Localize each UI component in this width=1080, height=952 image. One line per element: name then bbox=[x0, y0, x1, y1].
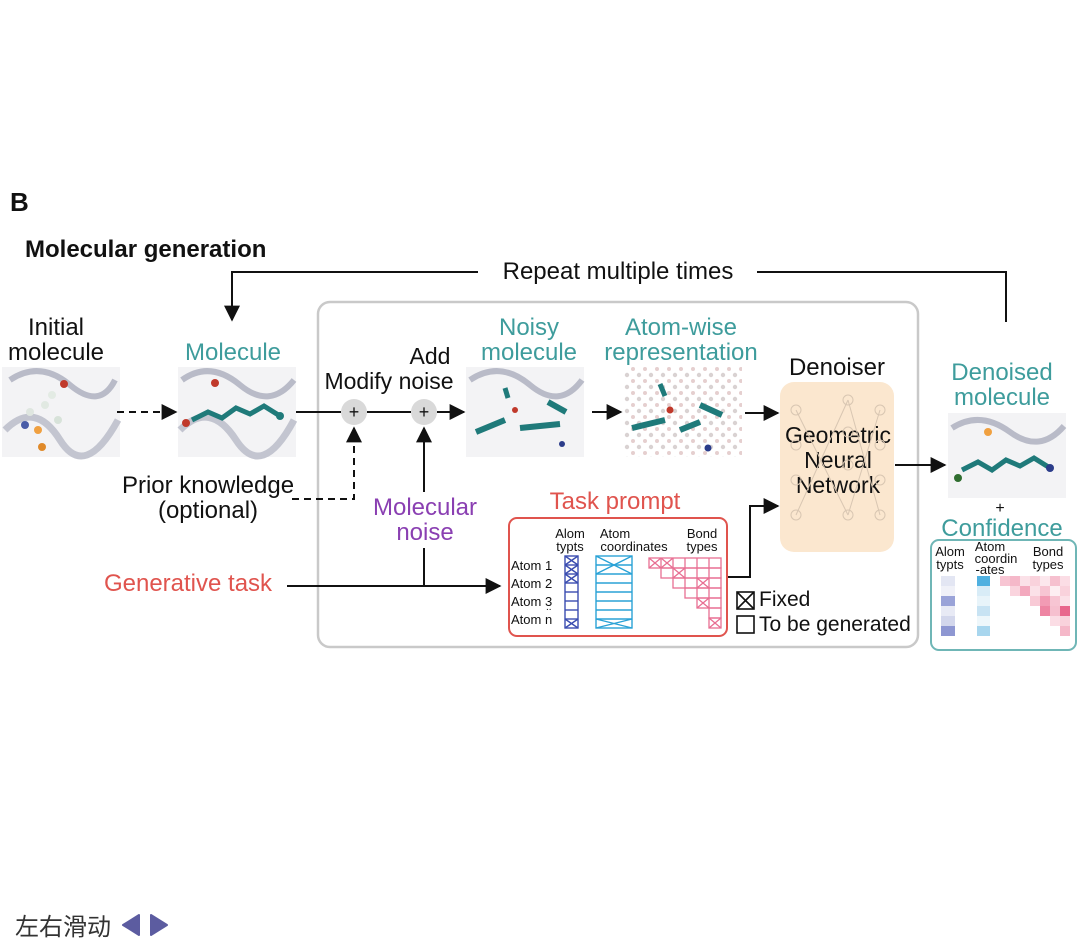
swipe-hint: 左右滑动 bbox=[15, 907, 171, 942]
noisy-molecule-image bbox=[466, 367, 585, 457]
prompt-atom1: Atom 1 bbox=[511, 558, 553, 573]
atomwise-representation-image bbox=[624, 367, 742, 457]
modify-noise-plus-node: + bbox=[341, 399, 367, 425]
modify-noise-label: Modify noise bbox=[324, 368, 454, 394]
denoised-molecule-label-1: Denoised bbox=[951, 359, 1053, 386]
conf-col3-label-1: Bond bbox=[1032, 544, 1064, 559]
confidence-label: Confidence bbox=[941, 515, 1063, 542]
repeat-arrow-left bbox=[224, 271, 478, 322]
prompt-atom3: Atom 3 bbox=[511, 594, 553, 609]
confidence-coordinates-column bbox=[977, 576, 990, 636]
diagram-title: Molecular generation bbox=[25, 236, 267, 263]
swipe-right-icon[interactable] bbox=[147, 913, 171, 937]
prompt-atom-type-matrix bbox=[564, 555, 579, 629]
task-prompt-box bbox=[508, 517, 728, 637]
initial-molecule-image bbox=[2, 367, 122, 460]
add-noise-plus-node: + bbox=[411, 399, 437, 425]
generative-task-label: Generative task bbox=[103, 570, 273, 597]
process-container bbox=[316, 300, 920, 649]
repeat-line-right bbox=[757, 271, 1007, 322]
legend-generated-icon bbox=[736, 615, 755, 634]
molecule-label: Molecule bbox=[184, 339, 282, 366]
conf-col2-label-3: -ates bbox=[975, 562, 1005, 577]
molecular-noise-label-1: Molecular bbox=[372, 494, 478, 521]
confidence-bond-matrix bbox=[1000, 576, 1070, 636]
noisy-molecule-label-1: Noisy bbox=[498, 314, 560, 341]
plus-sign: + bbox=[995, 500, 1005, 517]
conf-col1-label-1: Alom bbox=[935, 544, 965, 559]
prompt-atomn: Atom n bbox=[511, 612, 553, 627]
prompt-atom2: Atom 2 bbox=[511, 576, 553, 591]
initial-molecule-label-2: molecule bbox=[7, 339, 105, 366]
svg-text:+: + bbox=[419, 402, 430, 422]
atomwise-label-2: representation bbox=[604, 339, 758, 366]
conf-col3-label-2: types bbox=[1032, 557, 1064, 572]
prompt-col2-label-1: Atom bbox=[599, 526, 631, 541]
molecular-noise-label-2: noise bbox=[396, 519, 454, 546]
swipe-left-icon[interactable] bbox=[119, 913, 143, 937]
prompt-col1-label-1: Alom bbox=[555, 526, 585, 541]
initial-molecule-label-1: Initial bbox=[27, 314, 85, 341]
legend-generated-label: To be generated bbox=[759, 613, 911, 636]
repeat-label: Repeat multiple times bbox=[502, 258, 734, 285]
prompt-bond-matrix bbox=[648, 557, 722, 629]
prompt-to-denoiser-arrow bbox=[728, 498, 780, 578]
prior-knowledge-label-2: (optional) bbox=[157, 497, 259, 524]
neural-network-graphic bbox=[790, 394, 886, 521]
svg-text:+: + bbox=[349, 402, 360, 422]
denoiser-label: Denoiser bbox=[788, 354, 886, 381]
confidence-atom-type-column bbox=[941, 576, 955, 636]
prompt-col3-label-1: Bond bbox=[686, 526, 718, 541]
conf-col2-label-1: Atom bbox=[974, 539, 1006, 554]
legend-fixed-icon bbox=[736, 591, 755, 610]
denoised-molecule-image bbox=[948, 413, 1067, 498]
atomwise-label-1: Atom-wise bbox=[624, 314, 738, 341]
prior-knowledge-label-1: Prior knowledge bbox=[121, 472, 295, 499]
confidence-box bbox=[930, 539, 1077, 651]
noisy-molecule-label-2: molecule bbox=[480, 339, 578, 366]
prompt-coordinates-matrix bbox=[595, 555, 633, 629]
conf-col2-label-2: coordin bbox=[974, 551, 1018, 566]
legend-fixed-label: Fixed bbox=[759, 588, 811, 611]
add-noise-label-1: Add bbox=[409, 343, 451, 369]
swipe-text: 左右滑动 bbox=[15, 913, 111, 941]
task-prompt-label: Task prompt bbox=[549, 488, 681, 515]
prior-knowledge-arrow bbox=[292, 426, 362, 500]
panel-label: B bbox=[10, 187, 29, 217]
conf-col1-label-2: typts bbox=[936, 557, 964, 572]
prompt-col1-label-2: typts bbox=[556, 539, 584, 554]
prompt-col3-label-2: types bbox=[686, 539, 718, 554]
molecule-image bbox=[177, 367, 298, 460]
denoised-molecule-label-2: molecule bbox=[953, 384, 1051, 411]
gnn-label-2: Neural bbox=[804, 447, 872, 473]
prompt-col2-label-2: coordinates bbox=[600, 539, 668, 554]
prompt-dots: .. bbox=[546, 602, 552, 613]
